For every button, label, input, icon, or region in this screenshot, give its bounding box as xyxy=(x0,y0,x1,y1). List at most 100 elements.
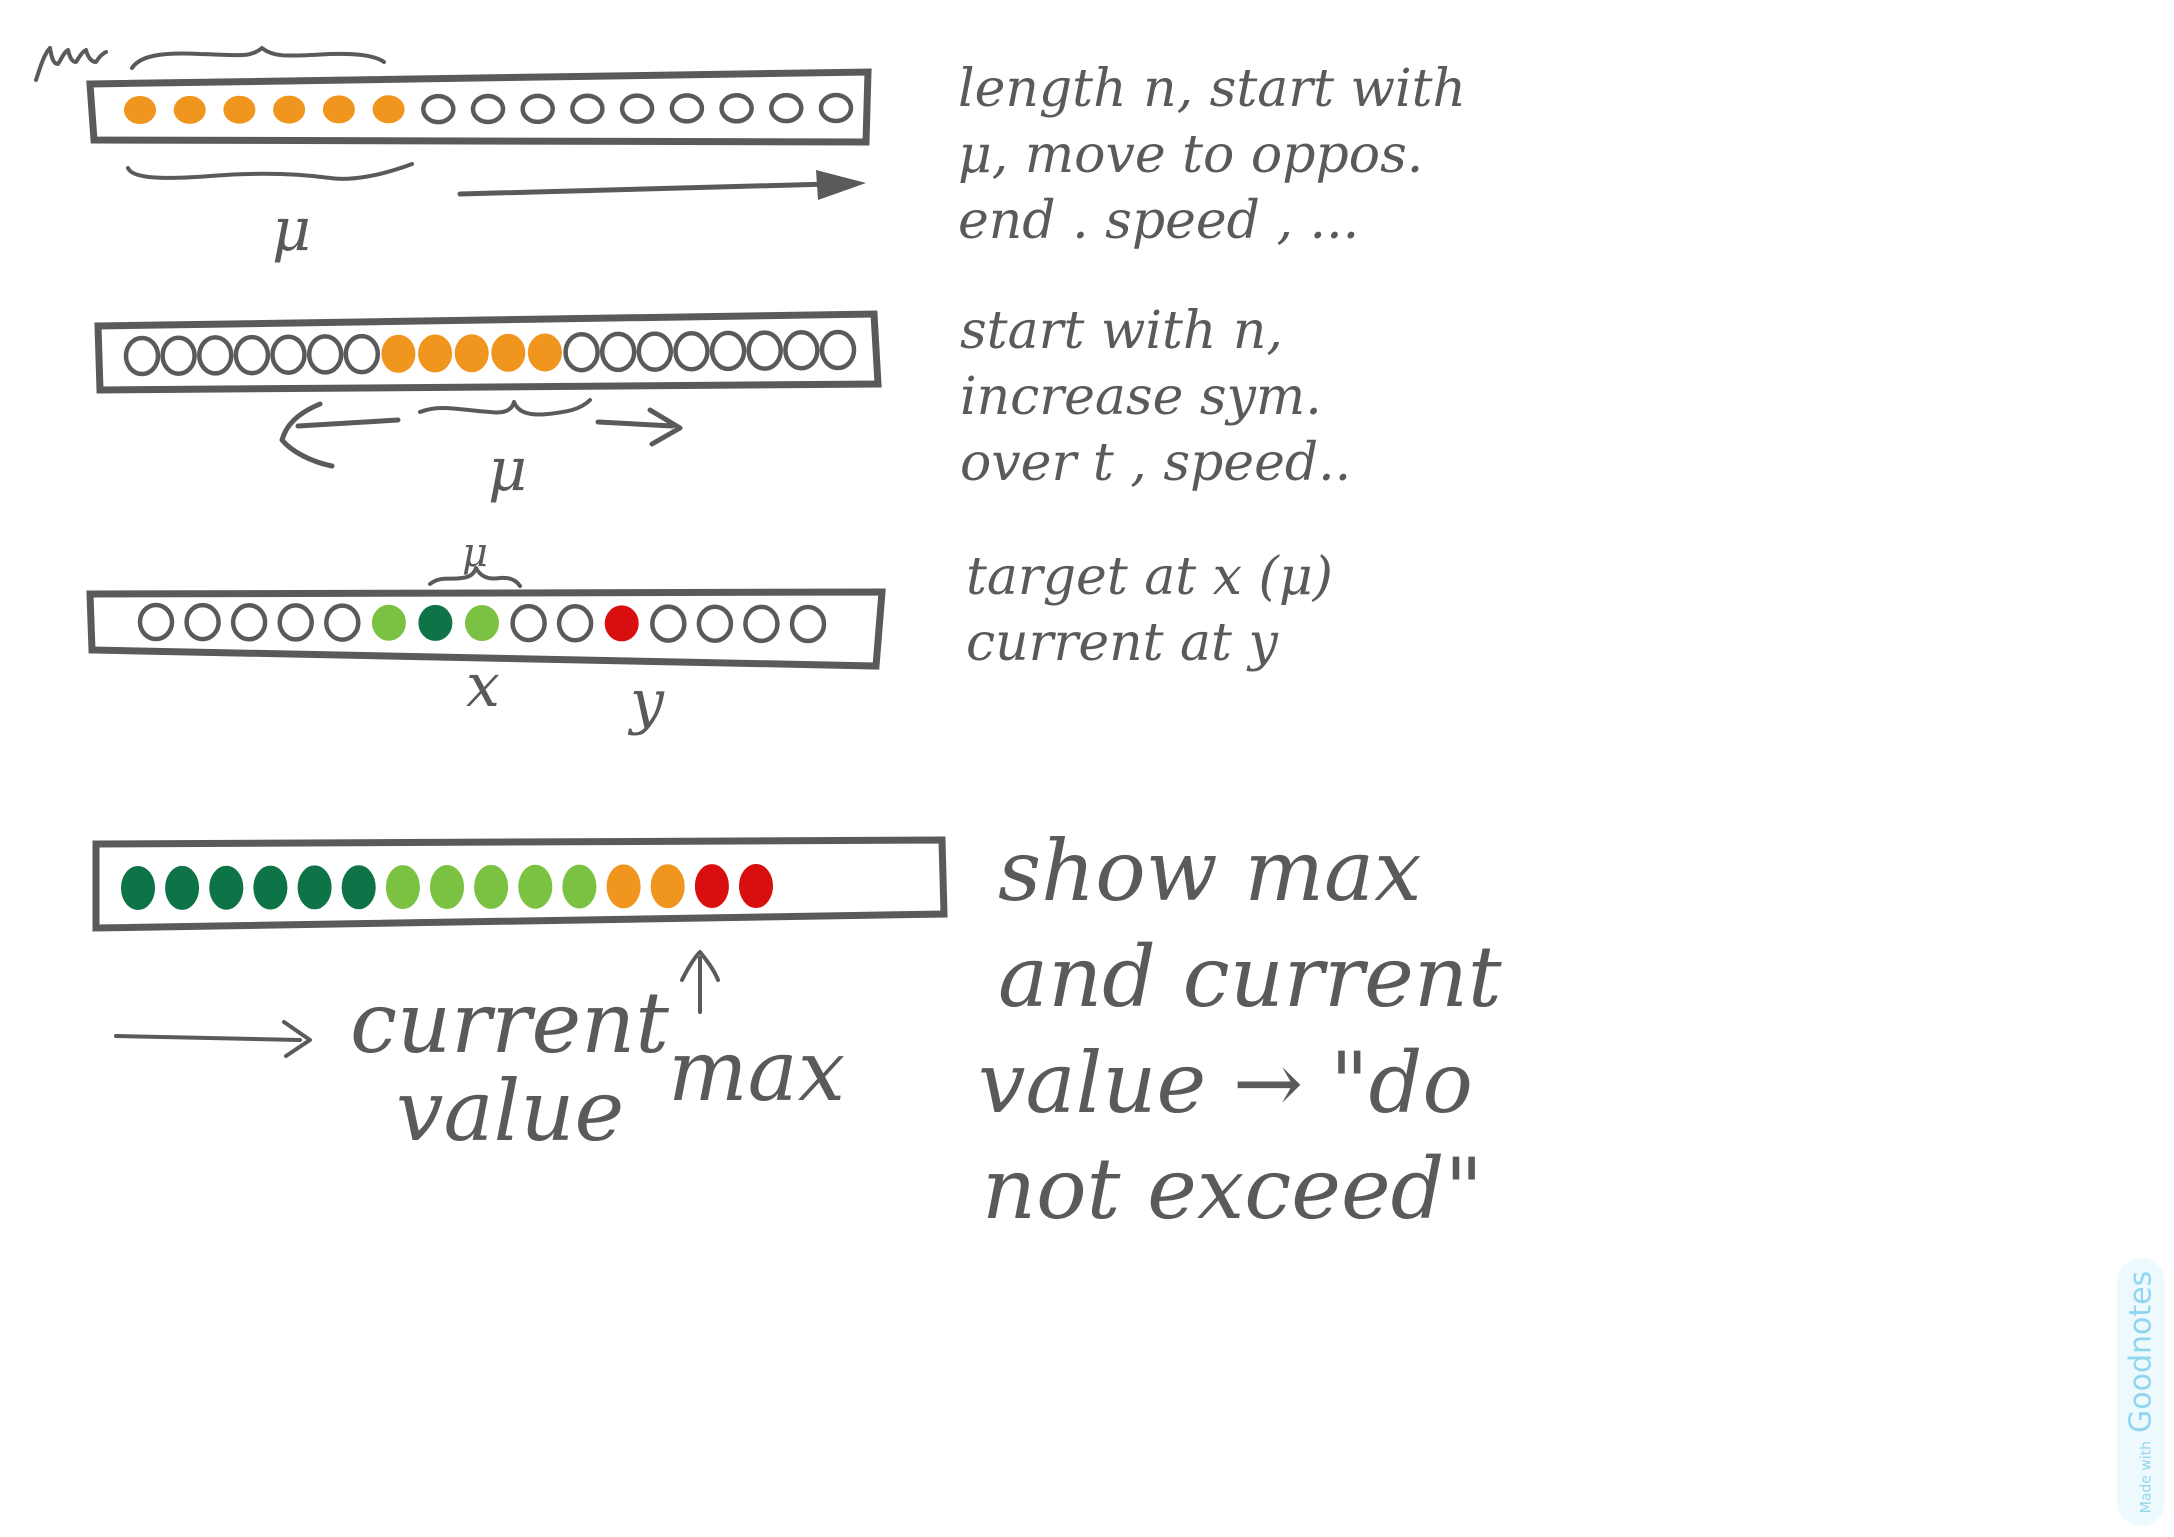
led-empty xyxy=(819,329,857,371)
max-label: max xyxy=(668,1022,845,1120)
led-light-green xyxy=(430,865,464,909)
led-empty xyxy=(719,93,754,124)
led-empty xyxy=(599,331,637,373)
top-brace-3 xyxy=(428,566,522,588)
led-red xyxy=(604,605,639,642)
led-orange xyxy=(527,333,562,372)
led-empty xyxy=(669,93,705,124)
led-orange xyxy=(418,334,453,373)
led-empty xyxy=(709,330,747,372)
sketch-4: current value max show max and current v… xyxy=(92,822,1502,1238)
note-4-line-4: not exceed" xyxy=(982,1140,1483,1238)
x-label: x xyxy=(466,651,500,721)
note-4-line-2: and current xyxy=(998,928,1502,1026)
led-empty xyxy=(343,333,381,375)
y-label: y xyxy=(627,667,665,737)
note-1: length n, start with μ, move to oppos. e… xyxy=(958,59,1466,251)
led-red xyxy=(739,864,773,908)
led-light-green xyxy=(562,864,597,909)
top-brace xyxy=(130,46,386,70)
led-empty xyxy=(673,331,710,372)
led-orange xyxy=(454,334,489,373)
center-brace xyxy=(418,398,592,417)
note-1-line-3: end . speed , ... xyxy=(958,191,1359,251)
direction-arrow-line xyxy=(457,181,833,197)
led-empty xyxy=(277,603,314,642)
led-empty xyxy=(619,93,655,124)
led-light-green xyxy=(465,605,499,641)
note-1-line-1: length n, start with xyxy=(958,59,1466,119)
led-orange xyxy=(223,95,256,124)
led-empty xyxy=(743,604,780,644)
bottom-mu-label: μ xyxy=(272,195,311,265)
note-2-line-3: over t , speed.. xyxy=(960,433,1351,493)
led-dark-green xyxy=(418,604,453,641)
bottom-mu-label-2: μ xyxy=(488,435,527,505)
led-empty xyxy=(563,331,600,373)
led-empty xyxy=(570,93,605,124)
top-mu-mark xyxy=(34,46,108,82)
led-empty xyxy=(650,604,687,643)
led-empty xyxy=(636,331,674,372)
led-red xyxy=(694,864,729,909)
led-light-green xyxy=(474,864,509,909)
led-dark-green xyxy=(209,865,244,910)
led-empty xyxy=(324,603,361,642)
led-orange xyxy=(650,864,685,909)
led-dark-green xyxy=(297,865,332,910)
led-empty xyxy=(510,603,547,643)
led-empty xyxy=(818,92,854,124)
led-empty xyxy=(783,330,820,371)
led-empty xyxy=(270,334,307,375)
led-light-green xyxy=(518,864,553,909)
note-3: target at x (μ) current at y xyxy=(966,547,1333,673)
note-4-line-3: value → "do xyxy=(978,1034,1473,1132)
led-empty xyxy=(746,330,783,371)
goodnotes-watermark: Made with Goodnotes xyxy=(2117,1258,2165,1526)
note-4-line-1: show max xyxy=(998,822,1422,920)
led-row-1 xyxy=(124,92,854,125)
led-orange xyxy=(322,95,355,124)
max-pointer-arrow xyxy=(680,950,720,1014)
left-arrow xyxy=(279,401,401,469)
led-empty xyxy=(137,602,175,642)
watermark-text: Made with Goodnotes xyxy=(2124,1271,2159,1514)
led-empty xyxy=(556,604,594,643)
sketch-2: μ start with n, increase sym. over t , s… xyxy=(94,301,1351,505)
led-row-3 xyxy=(137,602,827,644)
watermark-prefix: Made with xyxy=(2138,1440,2155,1514)
led-dark-green xyxy=(253,865,288,910)
led-empty xyxy=(184,602,221,642)
led-empty xyxy=(306,334,344,375)
note-2-line-1: start with n, xyxy=(960,301,1283,361)
note-2: start with n, increase sym. over t , spe… xyxy=(960,301,1351,493)
led-dark-green xyxy=(121,866,155,910)
led-orange xyxy=(606,864,641,909)
led-light-green xyxy=(371,604,406,641)
bottom-brace xyxy=(126,162,414,181)
led-dark-green xyxy=(165,865,200,910)
note-3-line-1: target at x (μ) xyxy=(966,547,1333,607)
note-1-line-2: μ, move to oppos. xyxy=(958,125,1423,185)
led-row-4 xyxy=(121,864,773,910)
led-empty xyxy=(421,93,456,125)
led-empty xyxy=(233,334,271,376)
sketch-3: μ x y target at x (μ) current at y xyxy=(86,530,1333,737)
direction-arrow-head xyxy=(816,170,866,200)
sketch-1: μ length n, start with μ, move to oppos.… xyxy=(34,46,1466,265)
note-3-line-2: current at y xyxy=(966,613,1278,673)
led-orange xyxy=(124,96,156,124)
current-value-label-2: value xyxy=(396,1062,624,1160)
led-empty xyxy=(230,603,268,642)
current-value-arrow-head xyxy=(282,1020,312,1058)
current-value-arrow-line xyxy=(114,1034,302,1042)
led-empty xyxy=(197,335,234,376)
led-empty xyxy=(520,93,555,125)
led-empty xyxy=(769,92,804,124)
led-empty xyxy=(470,93,506,125)
led-dark-green xyxy=(341,865,376,910)
led-empty xyxy=(696,604,734,643)
led-empty xyxy=(160,335,197,376)
right-arrow xyxy=(595,407,683,447)
